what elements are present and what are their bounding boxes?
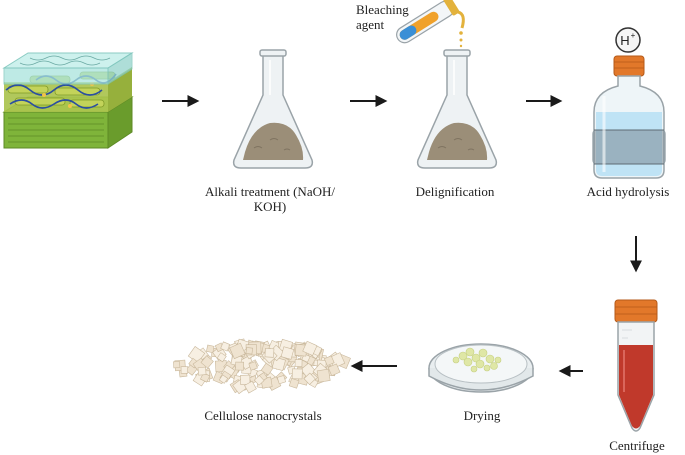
nanocrystal-flake	[260, 362, 274, 376]
nanocrystal-flake	[276, 375, 287, 385]
nanocrystals-pile-icon	[173, 338, 351, 395]
nanocrystal-flake	[180, 366, 189, 374]
nanocrystal-flake	[173, 361, 181, 369]
nanocrystal-flake	[229, 342, 246, 360]
drying-label: Drying	[463, 408, 501, 423]
nanocrystal-flake	[264, 348, 275, 358]
alkali-treatment-line1: Alkali treatment (NaOH/	[205, 184, 335, 199]
nanocrystal-flake	[200, 355, 214, 369]
cellulose-nanocrystals-label: Cellulose nanocrystals	[204, 408, 322, 423]
h-ion-symbol: H	[620, 33, 629, 48]
centrifuge-tube-icon	[614, 299, 658, 432]
nanocrystal-flake	[288, 378, 300, 389]
h-ion-charge: +	[631, 31, 636, 40]
erlenmeyer-flask-icon	[232, 49, 314, 169]
test-tube-icon	[396, 0, 465, 48]
nanocrystal-flake	[294, 359, 303, 367]
nanocrystal-flake	[327, 363, 341, 377]
bleaching-agent-label: Bleaching agent	[356, 2, 409, 32]
h-ion-icon	[615, 27, 641, 53]
centrifuge-label: Centrifuge	[609, 438, 665, 453]
nanocrystal-flake	[280, 346, 295, 360]
nanocrystal-flake	[303, 372, 316, 385]
alkali-treatment-label: Alkali treatment (NaOH/ KOH)	[190, 184, 350, 214]
nanocrystal-flake	[235, 361, 244, 371]
beaker-icon: H +	[592, 27, 666, 179]
nanocrystal-flake	[220, 341, 231, 352]
nanocrystal-flake	[302, 340, 318, 356]
petri-dish-icon	[428, 343, 534, 393]
nanocrystal-flake	[245, 347, 253, 355]
biomass-layers-icon	[2, 52, 134, 149]
acid-hydrolysis-label: Acid hydrolysis	[586, 184, 670, 199]
nanocrystal-flake	[197, 366, 207, 376]
bleaching-agent-line1: Bleaching	[356, 2, 409, 17]
nanocrystal-flake	[240, 374, 251, 385]
nanocrystal-flake	[271, 356, 286, 372]
alkali-treatment-line2: KOH)	[253, 199, 287, 214]
nanocrystal-flake	[216, 352, 227, 363]
nanocrystal-flake	[244, 380, 257, 394]
nanocrystal-flake	[291, 368, 303, 380]
nanocrystal-flake	[323, 355, 335, 367]
nanocrystal-flake	[206, 344, 215, 354]
bleaching-agent-line2: agent	[356, 17, 385, 32]
nanocrystal-flake	[218, 374, 229, 384]
nanocrystal-flake	[316, 368, 331, 383]
delignification-label: Delignification	[415, 184, 495, 199]
nanocrystal-flake	[253, 375, 265, 386]
erlenmeyer-flask-icon	[416, 49, 498, 169]
nanocrystal-flake	[248, 361, 258, 371]
